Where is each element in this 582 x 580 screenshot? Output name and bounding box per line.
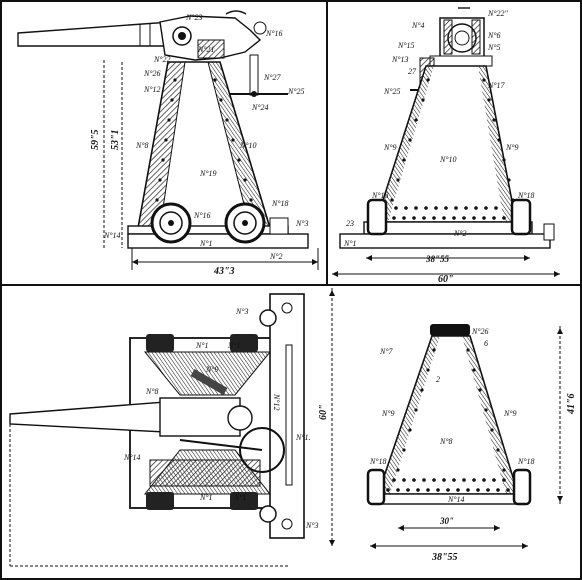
label-rear-n7: N°7 (379, 347, 394, 356)
dim-front-base-width: 60" (438, 274, 454, 285)
label-plan-n1-bot2: N°1 (233, 493, 247, 502)
dim-front-wheel-span: 38"55 (425, 254, 449, 264)
label-front-n18-right: N°18 (517, 191, 535, 200)
label-n8: N°8 (135, 141, 149, 150)
label-front-n1: N°1 (343, 239, 357, 248)
label-front-n9-right: N°9 (505, 143, 519, 152)
label-front-n5: N°5 (487, 43, 501, 52)
label-front-n4: N°4 (411, 21, 425, 30)
label-rear-n26: N°26 (471, 327, 489, 336)
label-front-n25: N°25 (383, 87, 401, 96)
plan-wheel-br (230, 492, 258, 510)
plan-wheel-tr (230, 334, 258, 352)
dim-overall-height: 59"5 (90, 129, 101, 150)
label-plan-n1-mid: N°1. (295, 433, 311, 442)
label-front-n17: N°17 (487, 81, 506, 90)
label-n10: N°10 (239, 141, 257, 150)
label-n3: N°3 (295, 219, 309, 228)
plan-wheel-bl (146, 492, 174, 510)
label-n2: N°2 (269, 252, 283, 261)
front-view: N°22" N°4 N°6 N°15 N°5 N°13 27 N°17 N°25… (332, 7, 560, 285)
label-n21: N°21 (197, 45, 215, 54)
dim-plan-width: 60" (318, 404, 329, 420)
label-front-n15: N°15 (397, 41, 415, 50)
label-n25: N°25 (287, 87, 305, 96)
label-front-n13: N°13 (391, 55, 409, 64)
front-wheel-right (510, 198, 532, 236)
label-n24: N°24 (251, 103, 269, 112)
front-wheel-left (366, 198, 388, 236)
plan-gun-barrel (9, 401, 166, 433)
side-view: N°23 N°22 N°21 N°16 N°26 N°12 N°27 N°24 … (17, 10, 319, 277)
label-front-n22: N°22" (487, 9, 509, 18)
label-plan-n12: N°12 (272, 393, 281, 411)
label-plan-n1-top2: N°1 (227, 341, 241, 350)
label-rear-n9-right: N°9 (503, 409, 517, 418)
label-front-n23: 23 (346, 219, 354, 228)
label-front-n2: N°2 (453, 229, 467, 238)
label-rear-n9-left: N°9 (381, 409, 395, 418)
dim-column-height: 53"1 (110, 129, 121, 150)
rear-rivets (386, 348, 510, 492)
label-plan-n3-bot: N°3 (305, 521, 319, 530)
rear-view: N°7 N°26 6 2 N°9 N°9 N°8 N°18 N°18 N°14 … (366, 324, 577, 563)
label-rear-n18-left: N°18 (369, 457, 387, 466)
dim-rear-track: 30" (439, 516, 454, 526)
gun-barrel (17, 21, 171, 47)
label-n16: N°16 (193, 211, 211, 220)
label-plan-n8: N°8 (145, 387, 159, 396)
label-front-n6: N°6 (487, 31, 501, 40)
label-rear-n8: N°8 (439, 437, 453, 446)
label-n14: N°14 (103, 231, 121, 240)
label-front-n10: N°10 (439, 155, 457, 164)
label-n22: N°22 (153, 55, 171, 64)
label-n12: N°12 (143, 85, 161, 94)
label-n16-top: N°16 (265, 29, 283, 38)
dim-base-length: 43"3 (213, 266, 235, 277)
plan-wheel-tl (146, 334, 174, 352)
label-front-n9-left: N°9 (383, 143, 397, 152)
label-n26: N°26 (143, 69, 161, 78)
label-plan-n9: N°9 (205, 365, 219, 374)
rear-wheel-left (366, 468, 386, 506)
label-rear-n6: 6 (484, 339, 488, 348)
label-rear-n2: 2 (436, 375, 440, 384)
label-n23: N°23 (185, 13, 203, 22)
label-n27: N°27 (263, 73, 282, 82)
label-n19: N°19 (199, 169, 217, 178)
plan-view: N°3 N°1 N°1 N°9 N°8 N°12 N°1. N°14 N°1 N… (9, 288, 335, 567)
label-n18: N°18 (271, 199, 289, 208)
rear-wheel-right (512, 468, 532, 506)
label-rear-n18-right: N°18 (517, 457, 535, 466)
dim-rear-height: 41"6 (566, 393, 577, 415)
label-plan-n1-top: N°1 (195, 341, 209, 350)
elevating-screw (249, 54, 259, 96)
label-front-n18-left: N°18 (371, 191, 389, 200)
front-rivets (390, 78, 515, 220)
label-rear-n14: N°14 (447, 495, 465, 504)
label-n1: N°1 (199, 239, 213, 248)
side-rivets (155, 78, 253, 202)
label-plan-n3-top: N°3 (235, 307, 249, 316)
label-plan-n14: N°14 (123, 453, 141, 462)
label-front-n27: 27 (408, 67, 417, 76)
dim-rear-wheel-span: 38"55 (431, 552, 458, 563)
label-plan-n1-bot: N°1 (199, 493, 213, 502)
